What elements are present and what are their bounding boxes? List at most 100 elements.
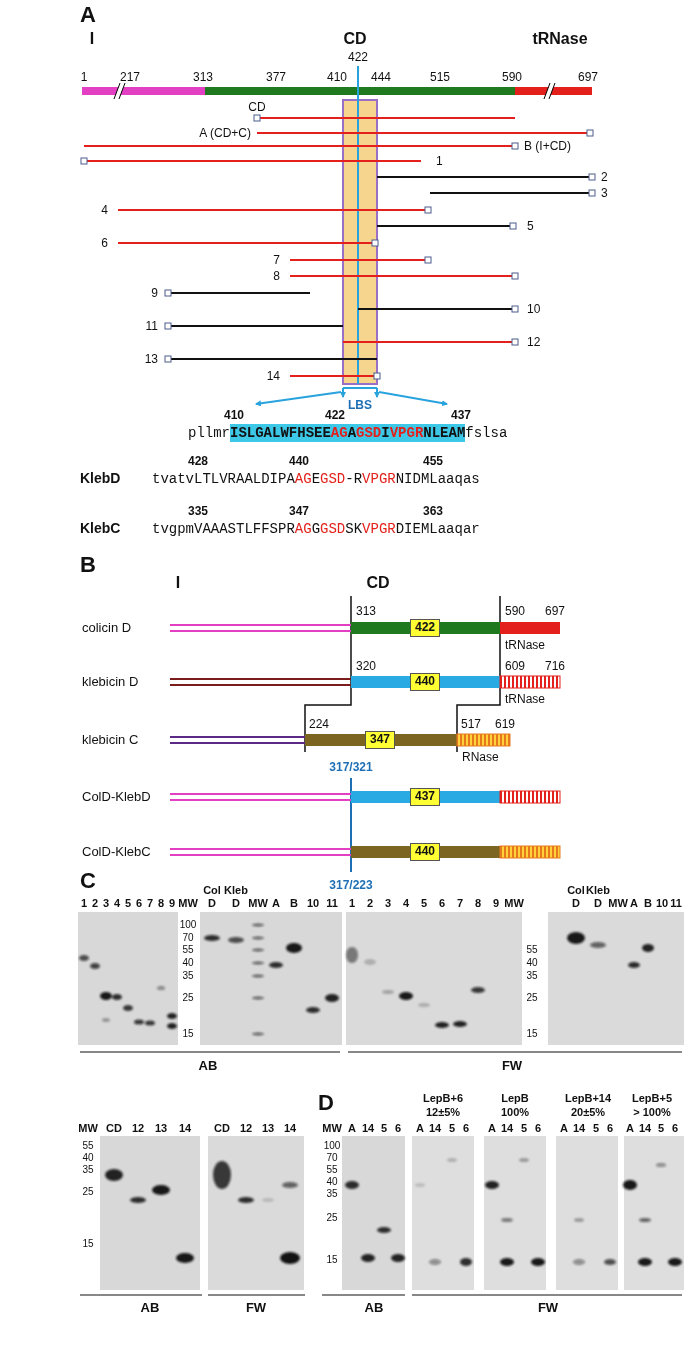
residue-number: 2 — [601, 170, 608, 184]
sequence-segment: I — [381, 424, 389, 442]
lane-label: A — [272, 897, 280, 909]
condition-label: LepB — [501, 1092, 529, 1104]
boundary-label: 317/321 — [329, 760, 372, 774]
lane-label: 2 — [367, 897, 373, 909]
sequence-name: KlebD — [80, 470, 120, 486]
blot-type-label: FW — [538, 1300, 558, 1315]
lane-label: D — [208, 897, 216, 909]
marker-size: 35 — [82, 1164, 93, 1175]
residue-number: 410 — [224, 408, 244, 422]
residue-number: 422 — [325, 408, 345, 422]
residue-number: B (I+CD) — [524, 139, 571, 153]
lane-label: 14 — [429, 1122, 441, 1134]
sequence-segment: VPGR — [362, 520, 396, 538]
lane-label: D — [572, 897, 580, 909]
lane-label: 14 — [179, 1122, 191, 1134]
residue-number: 422 — [348, 50, 368, 64]
boundary-label: LBS — [348, 398, 372, 412]
boundary-label: 317/223 — [329, 878, 372, 892]
marker-size: 40 — [82, 1152, 93, 1163]
domain-label: tRNase — [532, 30, 587, 48]
condition-label: > 100% — [633, 1106, 671, 1118]
lane-label: 14 — [362, 1122, 374, 1134]
marker-size: 55 — [326, 1164, 337, 1175]
marker-size: 40 — [326, 1176, 337, 1187]
sequence-segment: DIEMLaaqar — [396, 520, 480, 538]
residue-box: 440 — [410, 673, 440, 691]
lane-label: Col — [567, 884, 585, 896]
sequence-segment: SK — [345, 520, 362, 538]
residue-number: 4 — [101, 203, 108, 217]
condition-label: LepB+14 — [565, 1092, 611, 1104]
residue-number: 455 — [423, 454, 443, 468]
sequence-segment: GSD — [356, 424, 381, 442]
marker-size: 25 — [326, 1212, 337, 1223]
lane-label: 11 — [326, 897, 338, 909]
sequence-row: tvatvLTLVRAALDIPAAGEGSD-RVPGRNIDMLaaqas — [152, 470, 480, 488]
sequence-segment: A — [348, 424, 356, 442]
residue-box: 422 — [410, 619, 440, 637]
domain-map-cold-klebd — [170, 791, 560, 803]
construct-name: ColD-KlebC — [82, 844, 151, 859]
residue-number: 609 — [505, 659, 525, 673]
lane-label: 5 — [449, 1122, 455, 1134]
sequence-segment: tvatvLTLVRAALDIPA — [152, 470, 295, 488]
sequence-segment: G — [312, 520, 320, 538]
lane-label: 6 — [463, 1122, 469, 1134]
lane-label: 10 — [307, 897, 319, 909]
marker-size: 35 — [526, 970, 537, 981]
lane-label: 12 — [132, 1122, 144, 1134]
sequence-row: tvgpmVAAASTLFFSPRAGGGSDSKVPGRDIEMLaaqar — [152, 520, 480, 538]
residue-number: 11 — [146, 319, 158, 333]
lane-label: 14 — [284, 1122, 296, 1134]
construct-name: klebicin C — [82, 732, 138, 747]
marker-size: 35 — [326, 1188, 337, 1199]
lane-label: 5 — [658, 1122, 664, 1134]
lane-label: A — [560, 1122, 568, 1134]
panel-letter: C — [80, 868, 96, 894]
lane-label: 2 — [92, 897, 98, 909]
marker-size: 70 — [326, 1152, 337, 1163]
marker-size: 25 — [182, 992, 193, 1003]
lane-label: 14 — [573, 1122, 585, 1134]
lane-label: MW — [248, 897, 268, 909]
marker-size: 25 — [82, 1186, 93, 1197]
blot-group-underlines — [80, 1052, 682, 1295]
lane-label: 9 — [169, 897, 175, 909]
sequence-segment: NLEAM — [423, 424, 465, 442]
lane-label: MW — [178, 897, 198, 909]
sequence-row: pllmrISLGALWFHSEEAGAGSDIVPGRNLEAMfslsa — [188, 424, 507, 442]
lane-label: 6 — [136, 897, 142, 909]
western-blots — [78, 912, 684, 1290]
lane-label: 5 — [125, 897, 131, 909]
domain-boundary-lines — [305, 596, 500, 752]
residue-number: 440 — [289, 454, 309, 468]
marker-size: 35 — [182, 970, 193, 981]
marker-size: 25 — [526, 992, 537, 1003]
lane-label: 7 — [147, 897, 153, 909]
lane-label: B — [290, 897, 298, 909]
lane-label: D — [594, 897, 602, 909]
condition-label: LepB+5 — [632, 1092, 672, 1104]
marker-size: 55 — [82, 1140, 93, 1151]
lane-label: MW — [608, 897, 628, 909]
residue-number: 13 — [145, 352, 158, 366]
residue-number: 12 — [527, 335, 540, 349]
marker-size: 15 — [326, 1254, 337, 1265]
construct-name: klebicin D — [82, 674, 138, 689]
sequence-segment: VPGR — [362, 470, 396, 488]
lane-label: A — [626, 1122, 634, 1134]
lane-label: Kleb — [224, 884, 248, 896]
residue-number: 697 — [545, 604, 565, 618]
residue-number: 590 — [502, 70, 522, 84]
residue-number: 437 — [451, 408, 471, 422]
residue-number: 335 — [188, 504, 208, 518]
domain-map-klebicin-d — [170, 676, 560, 688]
lane-label: 8 — [158, 897, 164, 909]
residue-number: A (CD+C) — [199, 126, 251, 140]
blot-type-label: AB — [365, 1300, 384, 1315]
lane-label: 6 — [672, 1122, 678, 1134]
construct-name: ColD-KlebD — [82, 789, 151, 804]
residue-number: 347 — [289, 504, 309, 518]
